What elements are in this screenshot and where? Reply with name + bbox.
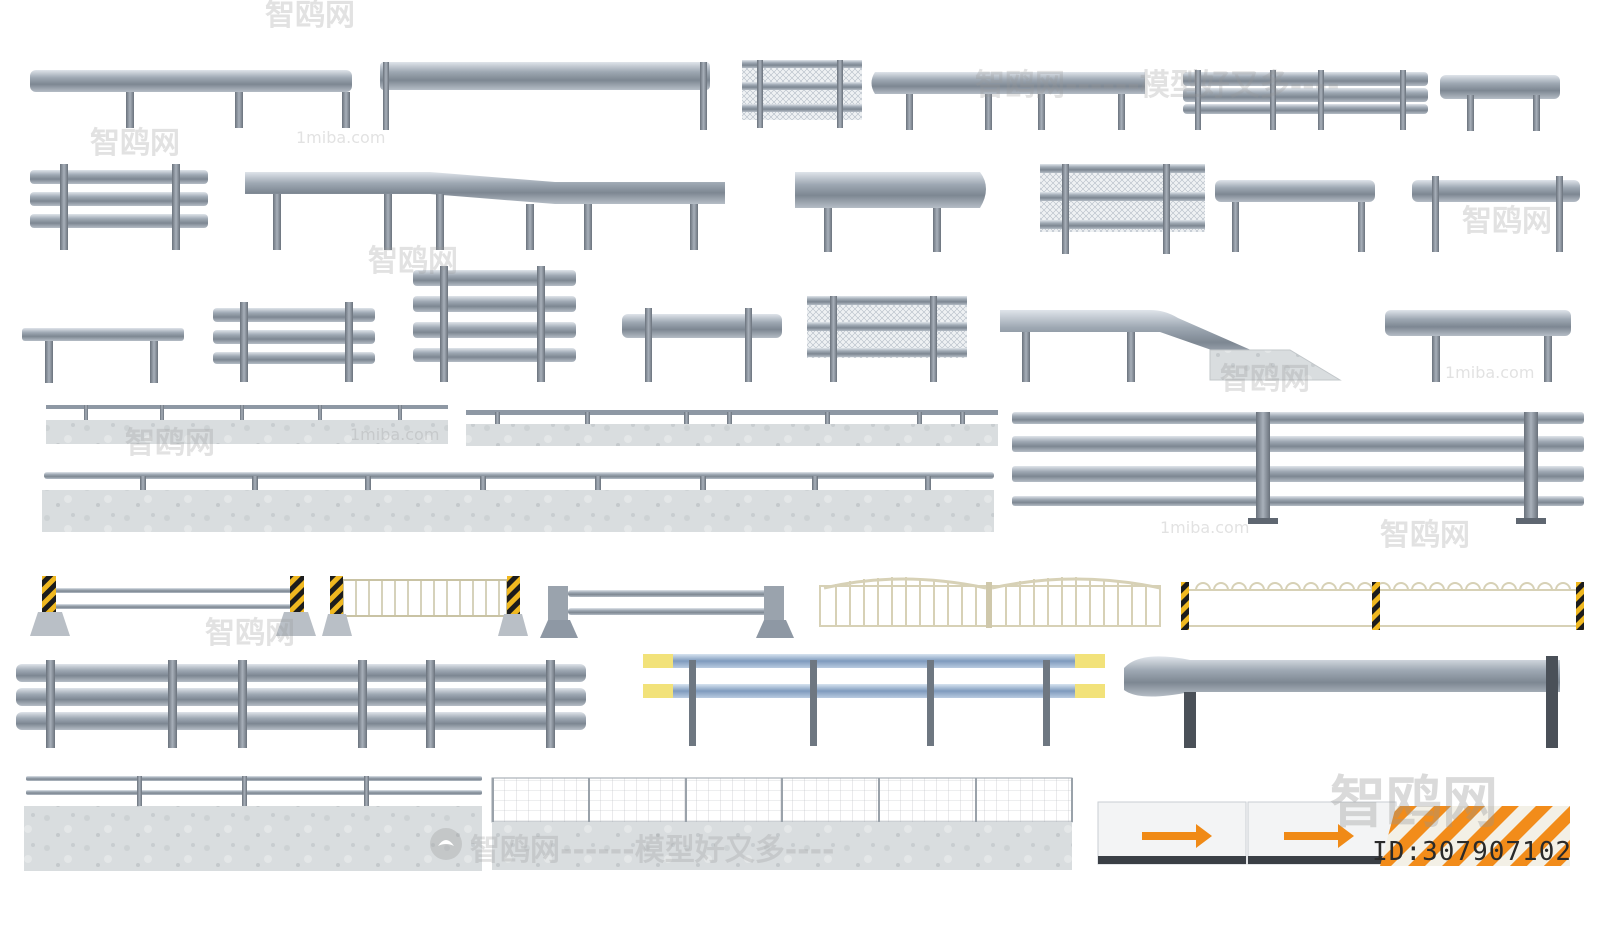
guardrail-triple-beam-long [16,660,586,748]
guardrail-triple-beam-1 [1183,70,1428,130]
mesh-fence-3 [807,296,967,382]
mesh-fence-2 [1040,164,1205,254]
guardrail-large-quad-beam [1012,412,1584,524]
hazard-barrier-1 [30,576,316,636]
guardrail-blue-reflector [643,654,1105,746]
guardrail-end-terminal [1124,656,1560,748]
guardrail-w-beam-2 [380,62,710,130]
arrow-right-icon [1284,824,1354,848]
guardrail-triple-beam-3 [213,302,375,382]
concrete-parapet-4 [24,776,482,871]
guardrail-transition-1 [245,172,725,250]
guardrail-quad-beam-1 [413,266,576,382]
guardrail-curved-end-2 [795,172,986,252]
guardrail-w-beam-1 [30,70,352,128]
grid-mesh-fence [491,777,1073,870]
water-barrier-set [1097,801,1570,866]
arrow-right-icon [1142,824,1212,848]
guardrail-triple-beam-2 [30,164,208,250]
hazard-stripes-icon [1380,806,1570,866]
concrete-parapet-1 [46,405,448,444]
concrete-parapet-2 [466,410,998,446]
guardrail-w-beam-4 [1412,176,1580,252]
concrete-parapet-3 [42,472,994,532]
barrier-rail-concrete-ends [540,586,794,638]
guardrail-ramp-end-1 [1000,310,1342,382]
guardrail-short-thrie-1 [1440,75,1560,131]
cream-arched-fence [819,577,1161,628]
mesh-fence-1 [742,60,862,128]
hazard-barrier-2 [322,576,528,636]
guardrail-w-beam-3 [1215,180,1375,252]
guardrail-w-beam-5 [622,308,782,382]
guardrail-w-beam-6 [1385,310,1571,382]
cream-loop-fence [1181,582,1584,630]
asset-id-label: ID:307907102 [1372,837,1572,867]
guardrail-single-beam-1 [22,328,184,383]
guardrail-curved-end-1 [871,72,1145,130]
